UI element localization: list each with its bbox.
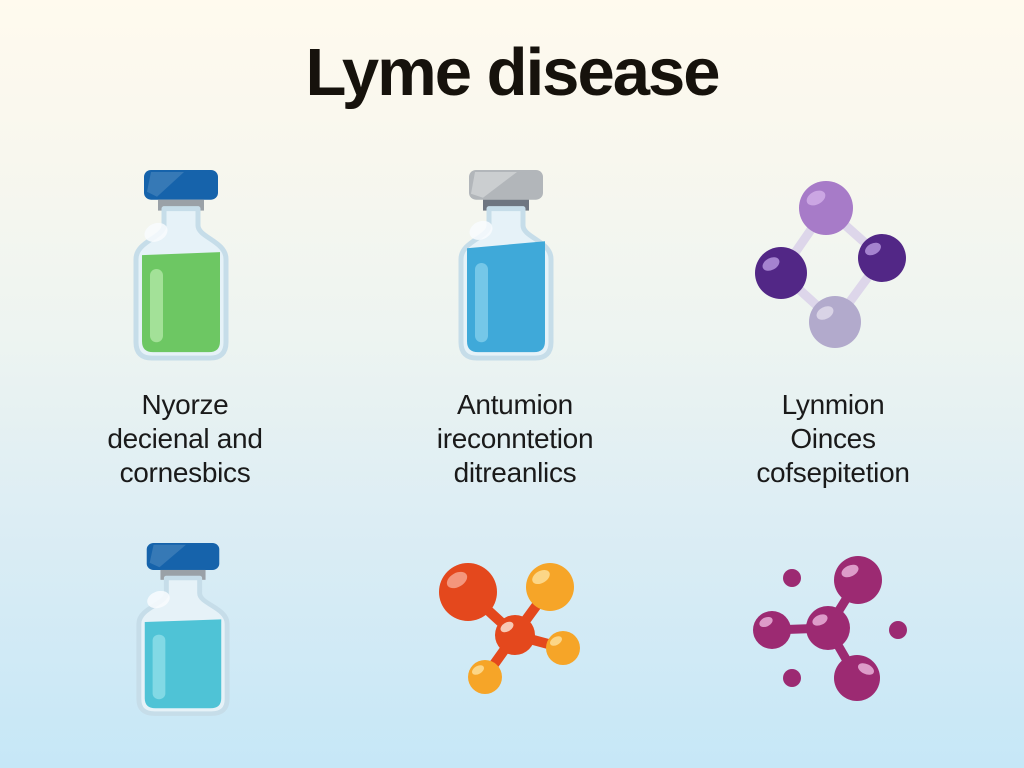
green-vial-icon: [133, 170, 229, 361]
caption-line: Lynmion: [781, 389, 885, 420]
page-title: Lyme disease: [305, 35, 720, 110]
caption-blue-vial: Antumion ireconntetion ditreanlics: [385, 388, 645, 490]
purple-molecule-icon: [755, 181, 906, 348]
vial-cap: [146, 543, 220, 570]
caption-line: cofsepitetion: [756, 457, 910, 488]
liquid-highlight: [475, 263, 488, 343]
atom-dot: [889, 621, 907, 639]
cell-purple-molecule: [745, 180, 915, 352]
atom-shine: [550, 636, 562, 646]
atom-shine: [816, 306, 834, 320]
caption-line: Oinces: [790, 423, 876, 454]
vial-neck-band: [483, 199, 529, 211]
atom-shine: [446, 571, 468, 589]
cell-cyan-vial: [133, 543, 233, 719]
caption-green-vial: Nyorze decienal and cornesbics: [55, 388, 315, 490]
caption-line: Antumion: [457, 389, 573, 420]
atom-shine: [858, 663, 874, 675]
vial-cap-shine: [149, 544, 186, 568]
atom-shine: [865, 242, 881, 256]
atom-sphere-top: [799, 181, 853, 235]
magenta-molecule-icon: [753, 556, 907, 701]
atom-shine: [472, 665, 484, 675]
caption-line: decienal and: [107, 423, 263, 454]
vial-neck-band: [160, 569, 206, 580]
caption-line: ditreanlics: [453, 457, 577, 488]
atom-shine: [812, 614, 828, 626]
atom-shine: [532, 569, 550, 585]
atom-dot: [783, 669, 801, 687]
cyan-vial-icon: [136, 543, 230, 716]
vial-cap-shine: [147, 171, 184, 197]
cell-green-vial: [130, 170, 232, 364]
caption-line: cornesbics: [119, 457, 251, 488]
atom-spheres-dark: [755, 234, 906, 299]
atom-spheres-orange: [468, 563, 580, 694]
glass-glare: [144, 222, 168, 242]
cell-blue-vial: [455, 170, 557, 364]
cell-orange-molecule: [435, 550, 600, 702]
atom-shine: [762, 257, 780, 271]
caption-line: Nyorze: [141, 389, 229, 420]
liquid-highlight: [150, 268, 163, 343]
liquid-highlight: [152, 634, 166, 700]
blue-vial-icon: [458, 170, 554, 361]
caption-line: ireconntetion: [436, 423, 594, 454]
vial-cap-shine: [471, 171, 517, 198]
atom-spheres-magenta: [753, 556, 907, 701]
atom-sphere-pale: [809, 296, 861, 348]
caption-purple-molecule: Lynmion Oinces cofsepitetion: [700, 388, 966, 490]
glass-glare: [147, 590, 170, 609]
atom-shine: [500, 621, 514, 633]
atom-shine: [806, 190, 826, 206]
glass-glare: [469, 220, 493, 240]
vial-cap: [144, 170, 218, 200]
atom-shine: [841, 564, 859, 578]
vial-neck-band: [158, 199, 204, 211]
orange-molecule-icon: [439, 563, 580, 694]
atom-shine: [759, 616, 773, 628]
cell-magenta-molecule: [742, 548, 914, 708]
atom-dot: [783, 569, 801, 587]
